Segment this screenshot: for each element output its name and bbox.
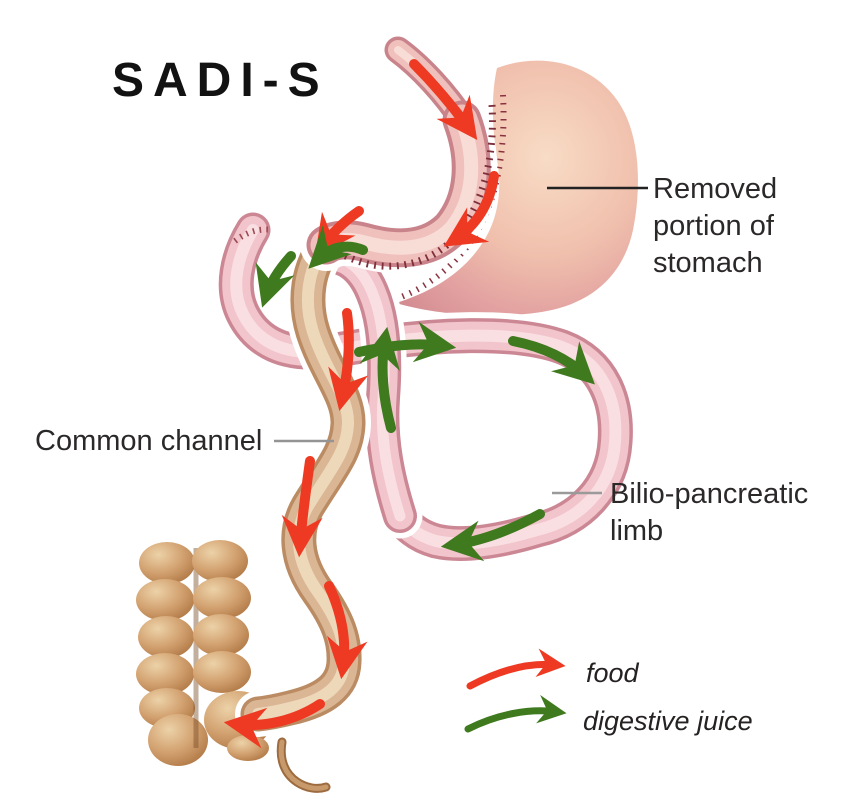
removed-stomach-body: [396, 60, 638, 316]
label-removed-portion: Removed portion of stomach: [653, 173, 785, 279]
haustra-lobe: [148, 714, 208, 766]
food-arrow-channel-upper: [328, 308, 369, 412]
haustra-lobe: [136, 579, 194, 621]
gastric-sleeve: [233, 50, 496, 270]
food-arrow-channel-mid: [281, 456, 323, 558]
staple-line-removed-edge: [394, 94, 507, 302]
food-arrow-esophagus: [409, 59, 478, 140]
cecum-tip: [227, 735, 269, 761]
food-arrow-into-cecum: [223, 699, 325, 749]
legend-digestive-juice-label: digestive juice: [583, 706, 753, 736]
stitches-duodenal-stump: [233, 226, 274, 244]
haustra-lobe: [136, 653, 194, 695]
juice-arrow-duodenal-stump: [255, 251, 296, 308]
food-arrow-sleeve: [443, 171, 499, 247]
haustra-lobe: [138, 616, 194, 658]
label-bilio-pancreatic-limb: Bilio-pancreatic limb: [610, 478, 816, 547]
juice-arrow-limb-right: [354, 321, 457, 363]
page-title: SADI-S: [112, 54, 329, 107]
haustra-lobe: [193, 651, 251, 693]
colon: [136, 540, 326, 788]
juice-arrow-loop-left: [440, 509, 545, 562]
haustra-lobe: [193, 577, 251, 619]
juice-arrow-loop-down: [508, 336, 595, 385]
legend-digestive-juice-arrow: [464, 694, 567, 733]
haustra-lobe: [193, 614, 249, 656]
stomach: [394, 60, 638, 316]
legend-food-label: food: [586, 658, 640, 688]
staple-line-sleeve: [327, 104, 496, 270]
haustra-lobe: [139, 542, 195, 584]
haustra-lobe: [192, 540, 248, 582]
digestive-juice-flow-arrows: [255, 225, 595, 562]
juice-arrow-anastomosis: [308, 225, 368, 269]
legend: food digestive juice: [464, 648, 753, 736]
legend-food-arrow: [466, 648, 566, 690]
food-arrow-channel-lower: [324, 581, 368, 680]
label-common-channel: Common channel: [35, 425, 262, 457]
